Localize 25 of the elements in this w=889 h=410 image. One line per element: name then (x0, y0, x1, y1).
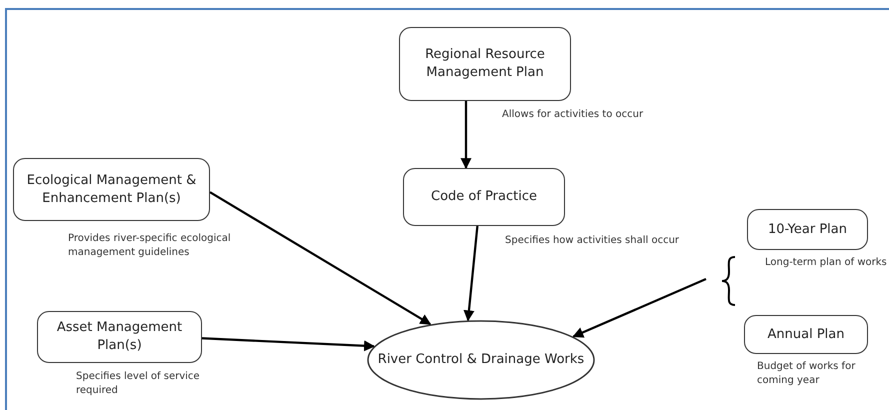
annotation-text: Specifies level of service required (76, 370, 201, 398)
arrow (202, 337, 376, 352)
plan-box (399, 27, 571, 101)
plan-box (747, 209, 868, 250)
node-label: Asset Management Plan(s) (56, 319, 184, 355)
annotation-text: Provides river-specific ecological management guidelines (68, 232, 232, 260)
arrow (209, 191, 432, 326)
node-label: Ecological Management & Enhancement Plan(s) (26, 172, 198, 208)
annotation-text: Long-term plan of works (765, 256, 888, 270)
node-label: River Control & Drainage Works (378, 351, 584, 369)
plan-box (13, 158, 210, 221)
arrow (572, 278, 706, 338)
node-label: Regional Resource Management Plan (424, 46, 546, 82)
node-label: Code of Practice (431, 188, 537, 206)
plan-box (403, 168, 565, 226)
arrow (460, 101, 472, 170)
plan-box (37, 311, 202, 363)
annotation-text: Budget of works for coming year (757, 360, 856, 388)
node-label: 10-Year Plan (768, 220, 847, 238)
arrow (463, 226, 478, 322)
annotation-text: Specifies how activities shall occur (505, 234, 680, 248)
outcome-ellipse (367, 320, 595, 400)
annotation-text: Allows for activities to occur (502, 108, 644, 122)
plan-box (744, 315, 868, 354)
node-label: Annual Plan (768, 326, 844, 344)
